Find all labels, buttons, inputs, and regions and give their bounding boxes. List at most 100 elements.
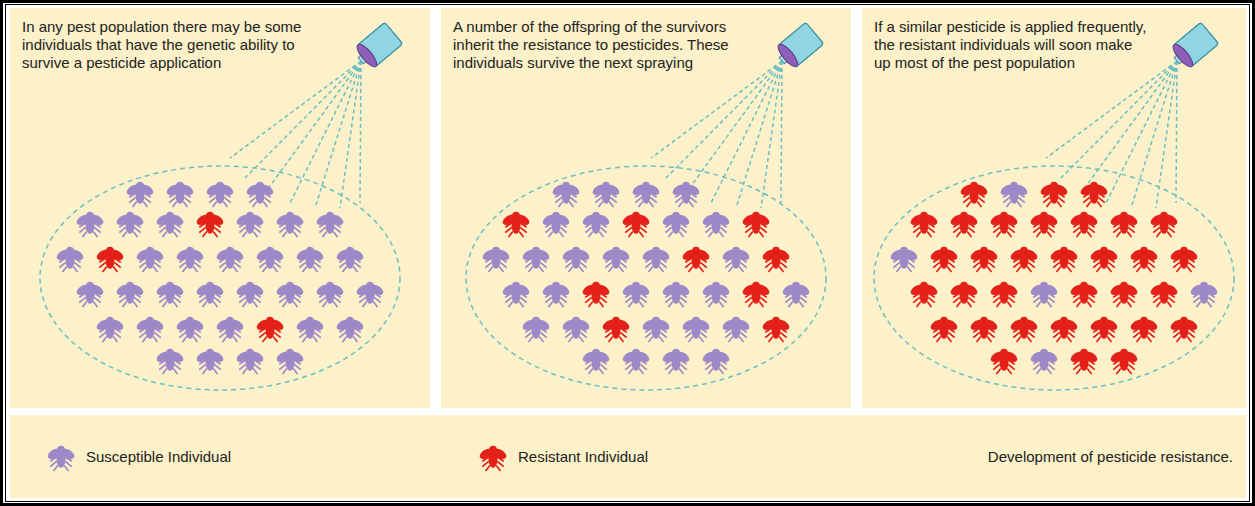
insect xyxy=(909,212,939,237)
insect xyxy=(641,247,671,272)
insect xyxy=(671,182,701,207)
insect xyxy=(581,212,611,237)
insect xyxy=(115,282,145,307)
insect xyxy=(235,282,265,307)
insect xyxy=(1079,182,1109,207)
insect xyxy=(1009,317,1039,342)
panel: In any pest population there may be some… xyxy=(10,8,430,408)
insect xyxy=(75,212,105,237)
insect xyxy=(1069,349,1099,374)
insect xyxy=(581,349,611,374)
population-outline xyxy=(466,166,826,390)
insect xyxy=(115,212,145,237)
insect xyxy=(551,182,581,207)
insect xyxy=(1089,247,1119,272)
insect xyxy=(1109,349,1139,374)
legend-band xyxy=(10,415,1246,498)
legend-label: Susceptible Individual xyxy=(86,448,231,466)
insect xyxy=(195,282,225,307)
insect xyxy=(135,317,165,342)
insect xyxy=(781,282,811,307)
legend-item: Resistant Individual xyxy=(478,442,648,472)
legend-label: Resistant Individual xyxy=(518,448,648,466)
insect xyxy=(95,317,125,342)
insect xyxy=(721,317,751,342)
insect xyxy=(55,247,85,272)
insect xyxy=(255,317,285,342)
insect xyxy=(959,182,989,207)
insect xyxy=(335,247,365,272)
insect xyxy=(949,212,979,237)
spray-can xyxy=(352,22,403,71)
insect xyxy=(929,247,959,272)
insect xyxy=(75,282,105,307)
insect xyxy=(721,247,751,272)
insect xyxy=(909,282,939,307)
insect xyxy=(1049,247,1079,272)
insect xyxy=(969,317,999,342)
panel-text: A number of the offspring of the survivo… xyxy=(453,18,751,74)
insect xyxy=(681,247,711,272)
insect-icon xyxy=(478,446,508,471)
population xyxy=(40,166,400,390)
insect xyxy=(275,212,305,237)
insect xyxy=(1189,282,1219,307)
insect xyxy=(215,317,245,342)
inner-frame xyxy=(6,5,1250,502)
spray-can xyxy=(1168,22,1219,71)
insect xyxy=(125,182,155,207)
insect xyxy=(601,247,631,272)
panel-text: In any pest population there may be some… xyxy=(22,18,320,74)
insect xyxy=(521,247,551,272)
insect xyxy=(235,212,265,237)
insect xyxy=(701,349,731,374)
insect xyxy=(315,212,345,237)
population xyxy=(874,166,1234,390)
insect xyxy=(661,349,691,374)
panel: A number of the offspring of the survivo… xyxy=(441,8,851,408)
insect xyxy=(741,282,771,307)
insect xyxy=(969,247,999,272)
legend-insect xyxy=(478,442,508,472)
insect xyxy=(581,282,611,307)
insect xyxy=(235,349,265,374)
insect xyxy=(741,212,771,237)
insect xyxy=(1069,212,1099,237)
insect xyxy=(661,282,691,307)
insect xyxy=(155,282,185,307)
insect xyxy=(195,349,225,374)
insect xyxy=(255,247,285,272)
insect xyxy=(989,349,1019,374)
insect xyxy=(621,349,651,374)
insect xyxy=(295,317,325,342)
insect xyxy=(275,282,305,307)
insect xyxy=(501,282,531,307)
insect xyxy=(889,247,919,272)
insect xyxy=(1169,317,1199,342)
insect xyxy=(1049,317,1079,342)
spray xyxy=(230,61,1177,208)
insect xyxy=(989,212,1019,237)
insect xyxy=(661,212,691,237)
insect xyxy=(631,182,661,207)
insect xyxy=(701,212,731,237)
legend-insect xyxy=(46,442,76,472)
insect xyxy=(701,282,731,307)
insect xyxy=(1109,212,1139,237)
insect xyxy=(275,349,305,374)
insect xyxy=(355,282,385,307)
population-outline xyxy=(874,166,1234,390)
insect xyxy=(761,247,791,272)
spray-can xyxy=(773,22,824,71)
insect xyxy=(245,182,275,207)
population xyxy=(466,166,826,390)
insect xyxy=(1039,182,1069,207)
insect xyxy=(1009,247,1039,272)
insect xyxy=(949,282,979,307)
insect xyxy=(335,317,365,342)
insect xyxy=(155,349,185,374)
